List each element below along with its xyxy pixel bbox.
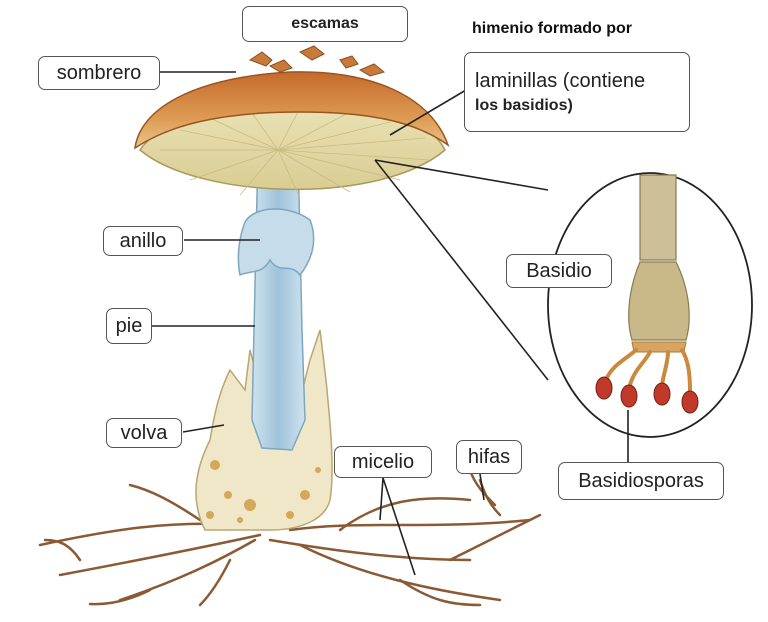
label-anillo-text: anillo (119, 229, 167, 252)
label-hifas-text: hifas (467, 445, 511, 468)
label-himenio-line3: los basidios) (475, 96, 573, 114)
label-pie: pie (106, 308, 152, 344)
stipe-illustration (251, 149, 306, 451)
label-volva: volva (106, 418, 182, 448)
basidium-illustration (595, 174, 699, 414)
label-basidio: Basidio (506, 254, 612, 288)
label-anillo: anillo (103, 226, 183, 256)
gill-lines (160, 107, 431, 199)
leader-lines (152, 71, 629, 576)
label-sombrero-text: sombrero (56, 61, 142, 84)
scales-illustration (248, 45, 386, 77)
label-volva-text: volva (120, 421, 168, 444)
label-himenio-line2: laminillas (contiene (475, 69, 646, 92)
ring-illustration (237, 208, 315, 277)
label-basidiosporas: Basidiosporas (558, 462, 724, 500)
label-escamas: escamas (242, 6, 408, 42)
label-micelio-text: micelio (351, 450, 415, 473)
label-sombrero: sombrero (38, 56, 160, 90)
volva-spots (206, 460, 321, 523)
label-hifas: hifas (456, 440, 522, 474)
label-pie-text: pie (115, 314, 143, 337)
label-escamas-text: escamas (291, 15, 359, 32)
label-himenio-line1: himenio formado por (472, 20, 632, 37)
label-micelio: micelio (334, 446, 432, 478)
label-basidio-text: Basidio (526, 259, 592, 282)
label-himenio-box: laminillas (contiene los basidios) (464, 52, 690, 132)
cap-illustration (134, 71, 450, 150)
label-basidiosporas-text: Basidiosporas (578, 469, 704, 492)
label-himenio-heading: himenio formado por (472, 20, 632, 38)
